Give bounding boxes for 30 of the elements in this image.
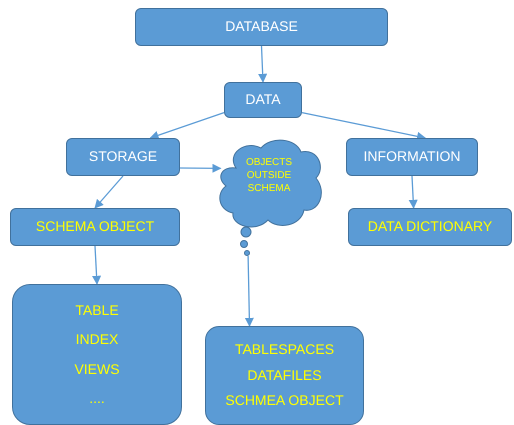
node-label: INDEX [76,332,118,348]
arrow [150,112,224,140]
node-label: SCHMEA OBJECT [225,393,344,409]
process-box [346,138,478,176]
arrow [94,176,124,209]
node-label: DATA DICTIONARY [368,219,492,235]
process-box [10,208,180,246]
node-label: .... [89,390,105,406]
node-label: SCHEMA OBJECT [36,219,154,235]
process-box [135,8,388,46]
node-label: TABLE [75,302,119,318]
arrow [302,112,426,141]
arrow [408,176,418,209]
node-label: DATABASE [225,19,298,35]
list-box [12,284,182,425]
node-label: OBJECTS OUTSIDE SCHEMA [244,156,294,195]
node-label: DATAFILES [247,368,322,384]
node-label: TABLESPACES [234,342,334,358]
list-box [205,326,364,425]
node-label: INFORMATION [364,149,460,165]
arrow [244,256,254,327]
process-box [66,138,180,176]
node-label: STORAGE [88,149,158,165]
arrow [92,246,102,285]
arrow [180,164,222,173]
arrow [258,46,268,83]
process-box [348,208,512,246]
node-label: VIEWS [74,362,120,377]
node-label: DATA [245,92,281,108]
process-box [224,82,302,118]
